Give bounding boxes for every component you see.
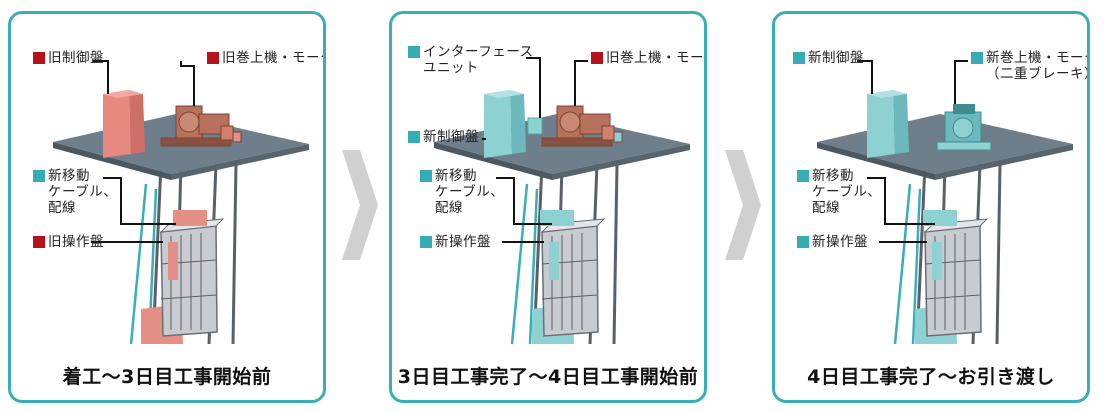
label-new-cable: 新移動 ケーブル、 配線 xyxy=(812,168,882,216)
label-new-controller: 新制御盤 xyxy=(808,50,864,66)
new-marker xyxy=(408,131,420,143)
elevator-illustration-2 xyxy=(434,57,690,345)
operation-panel-new xyxy=(549,242,559,280)
label-new-cable: 新移動 ケーブル、 配線 xyxy=(435,168,505,216)
old-marker xyxy=(591,52,603,64)
new-marker xyxy=(33,170,45,182)
elevator-illustration-1 xyxy=(53,60,309,345)
operation-panel-new xyxy=(932,242,942,280)
label-new-operation-panel: 新操作盤 xyxy=(812,234,868,250)
controller-new xyxy=(484,90,526,158)
controller-old xyxy=(103,90,145,158)
controller-new xyxy=(867,90,909,158)
interface-unit xyxy=(527,117,543,135)
label-old-operation-panel: 旧操作盤 xyxy=(48,234,104,250)
hoist-old xyxy=(160,105,242,147)
label-interface-unit: インターフェース ユニット xyxy=(423,44,534,76)
hoist-new xyxy=(936,104,992,151)
old-marker xyxy=(33,52,45,64)
label-old-hoist: 旧巻上機・モーター xyxy=(222,50,323,66)
label-new-controller: 新制御盤 xyxy=(423,129,479,145)
new-marker xyxy=(797,236,809,248)
new-marker xyxy=(408,46,420,58)
stage-panel-2: インターフェース ユニット 旧巻上機・モーター 新制御盤 新移動 ケーブル、 配… xyxy=(389,11,707,403)
new-marker xyxy=(797,170,809,182)
stage-panel-1: 旧制御盤 旧巻上機・モーター 新移動 ケーブル、 配線 旧操作盤 着工〜3日目工… xyxy=(8,11,326,403)
new-marker xyxy=(420,170,432,182)
stage-caption-3: 4日目工事完了〜お引き渡し xyxy=(807,366,1055,388)
new-marker xyxy=(793,52,805,64)
label-old-controller: 旧制御盤 xyxy=(48,50,104,66)
label-new-operation-panel: 新操作盤 xyxy=(435,234,491,250)
chevron-right-icon xyxy=(725,150,761,260)
stage-caption-2: 3日目工事完了〜4日目工事開始前 xyxy=(397,366,699,388)
old-marker xyxy=(207,52,219,64)
stage-panel-3: 新制御盤 新巻上機・モーター （二重ブレーキ） 新移動 ケーブル、 配線 新操作… xyxy=(772,11,1090,403)
label-new-cable: 新移動 ケーブル、 配線 xyxy=(48,168,118,216)
label-new-hoist: 新巻上機・モーター （二重ブレーキ） xyxy=(986,50,1090,82)
hoist-old xyxy=(541,105,623,147)
label-old-hoist: 旧巻上機・モーター xyxy=(606,50,704,66)
new-marker xyxy=(971,52,983,64)
new-marker xyxy=(420,236,432,248)
chevron-right-icon xyxy=(342,150,378,260)
operation-panel-old xyxy=(168,242,178,280)
old-marker xyxy=(33,236,45,248)
stage-caption-1: 着工〜3日目工事開始前 xyxy=(62,366,272,388)
elevator-illustration-3 xyxy=(817,60,1073,345)
